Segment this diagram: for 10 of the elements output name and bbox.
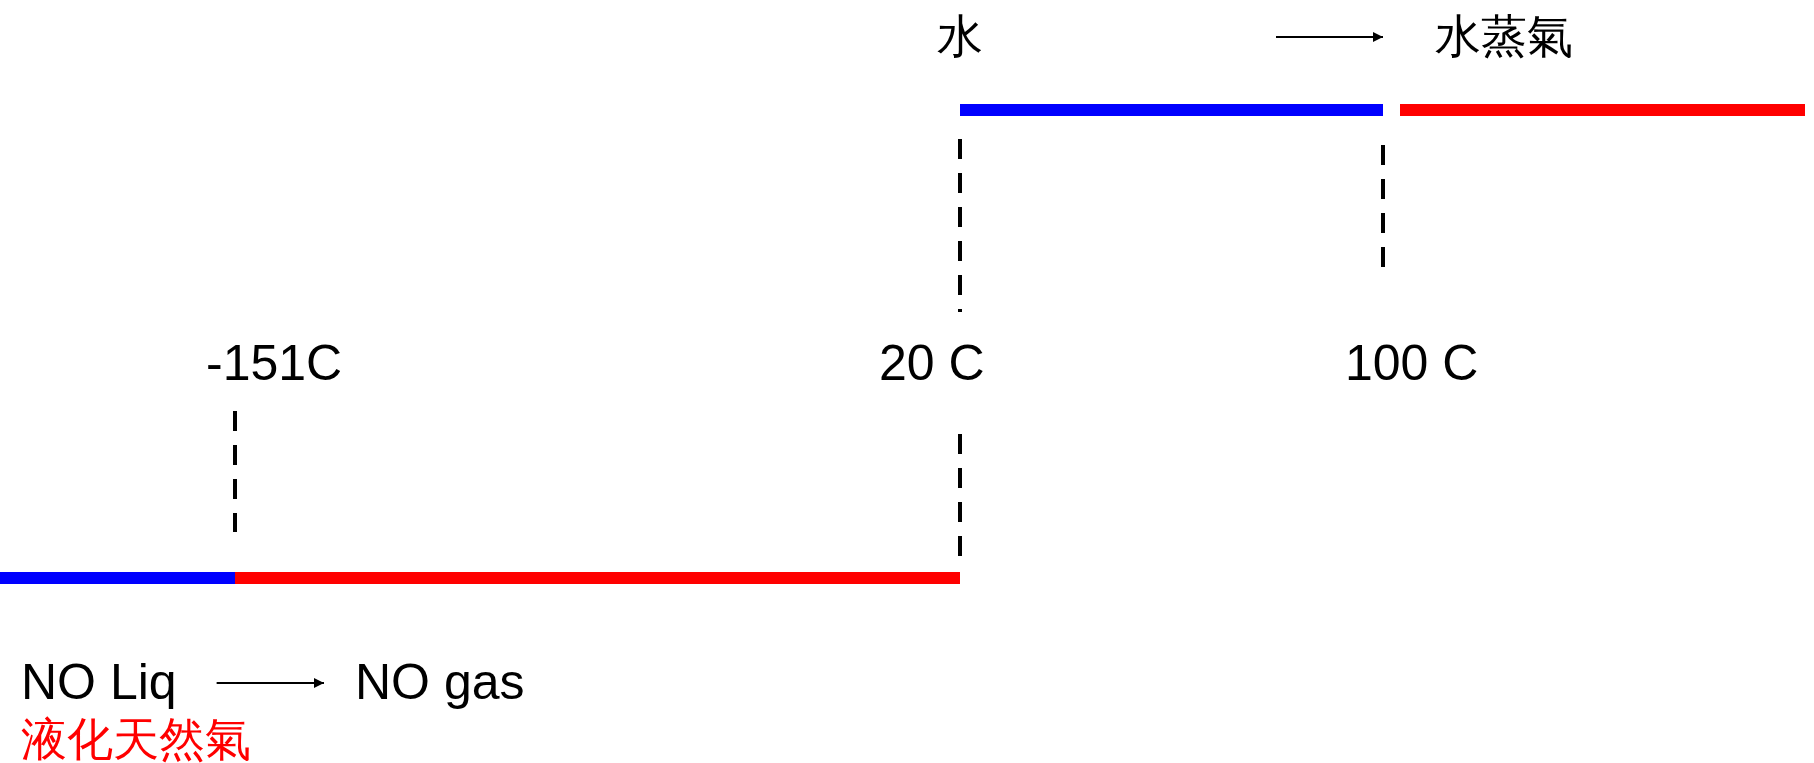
temperature-label: 100 C	[1345, 335, 1479, 393]
arrow	[215, 678, 325, 688]
text-label: 水	[937, 10, 983, 64]
text-label: NO Liq	[21, 654, 177, 712]
text-label: 水蒸氣	[1435, 10, 1573, 64]
temperature-label: -151C	[206, 335, 343, 393]
text-label: NO gas	[355, 654, 525, 712]
arrow	[1275, 32, 1384, 42]
text-label: 液化天然氣	[21, 713, 251, 763]
temperature-label: 20 C	[879, 335, 985, 393]
